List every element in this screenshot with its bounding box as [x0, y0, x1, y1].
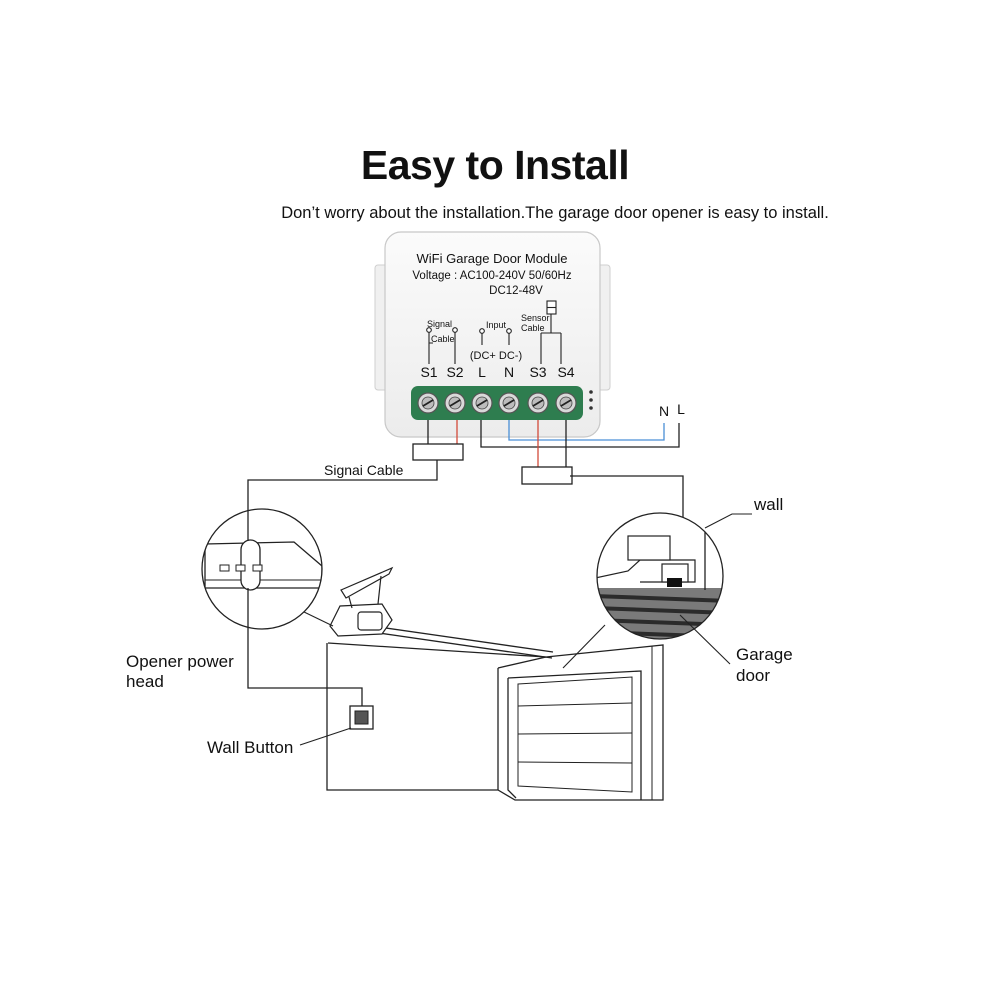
- screw-slot: [422, 399, 434, 407]
- sensor-label-1: Sensor: [521, 313, 550, 323]
- screw-terminal-icon: [417, 392, 577, 414]
- door-panel-line: [517, 702, 633, 707]
- terminal-label: N: [504, 364, 514, 380]
- ceiling-edge: [497, 656, 547, 669]
- garage-door-label-2: door: [736, 666, 770, 685]
- signal-label-1: Signal: [427, 319, 452, 329]
- garage-door: [517, 676, 633, 793]
- signal-label-2: Cable: [431, 334, 455, 344]
- opener-label-1: Opener power: [126, 652, 234, 671]
- door-panel-line: [517, 761, 633, 764]
- wall-button-label: Wall Button: [207, 738, 293, 757]
- sensor-zoom: [597, 513, 723, 639]
- wall-leader: [704, 513, 752, 529]
- opener-label-2: head: [126, 672, 164, 691]
- mains-n-label: N: [659, 403, 669, 419]
- terminal-label: S3: [529, 364, 546, 380]
- wire-neutral: [508, 420, 665, 441]
- zoom-left-outline: [201, 508, 323, 630]
- input-label: Input: [486, 320, 507, 330]
- terminal-label: S1: [420, 364, 437, 380]
- door-panel-line: [517, 732, 633, 735]
- wire-opener-to-button: [247, 616, 363, 706]
- module-schematic: [426, 300, 562, 364]
- opener-rail: [378, 632, 553, 659]
- screw-slot: [476, 399, 488, 407]
- zoom-left-pointer: [301, 610, 334, 627]
- garage-door-label-1: Garage: [736, 645, 793, 664]
- wall-label: wall: [753, 495, 783, 514]
- wall-switch-icon: [349, 705, 374, 730]
- wire-signal-to-opener: [247, 460, 438, 521]
- sensor-label-2: Cable: [521, 323, 545, 333]
- terminal-label: S4: [557, 364, 574, 380]
- dc-polarity: (DC+ DC-): [470, 350, 522, 362]
- wifi-module: WiFi Garage Door Module Voltage : AC100-…: [374, 231, 611, 438]
- mains-l-label: L: [677, 401, 685, 417]
- module-dc: DC12-48V: [489, 285, 543, 297]
- garage-room: [326, 626, 664, 801]
- garage-walls: [326, 642, 664, 801]
- terminal-label: L: [478, 364, 486, 380]
- screw-slot: [503, 399, 515, 407]
- screw-slot: [532, 399, 544, 407]
- wall-button-leader: [299, 727, 352, 746]
- wire-live: [480, 420, 680, 448]
- opener-rail: [378, 626, 554, 653]
- terminal-label: S2: [446, 364, 463, 380]
- zoom-right-pointer: [562, 624, 606, 669]
- opener-head-unit: [329, 566, 394, 637]
- relay-switch-icon: [202, 509, 322, 629]
- zoom-right-outline: [596, 512, 724, 640]
- screw-slot: [560, 399, 572, 407]
- module-leds: [589, 390, 593, 410]
- module-body: [384, 231, 601, 438]
- page-title: Easy to Install: [360, 142, 630, 188]
- garage-door-leader: [679, 614, 731, 665]
- sensor-cable-connector: [521, 466, 573, 485]
- terminal-labels: S1 S2 L N S3 S4: [420, 364, 574, 380]
- door-opening: [507, 670, 642, 800]
- door-jamb: [507, 678, 517, 799]
- signal-cable-connector: [412, 443, 464, 461]
- module-name: WiFi Garage Door Module: [417, 251, 568, 266]
- module-voltage: Voltage : AC100-240V 50/60Hz: [412, 270, 571, 282]
- screw-slot: [449, 399, 461, 407]
- signal-cable-label: Signai Cable: [324, 462, 404, 478]
- page-subtitle: Don’t worry about the installation.The g…: [281, 204, 829, 222]
